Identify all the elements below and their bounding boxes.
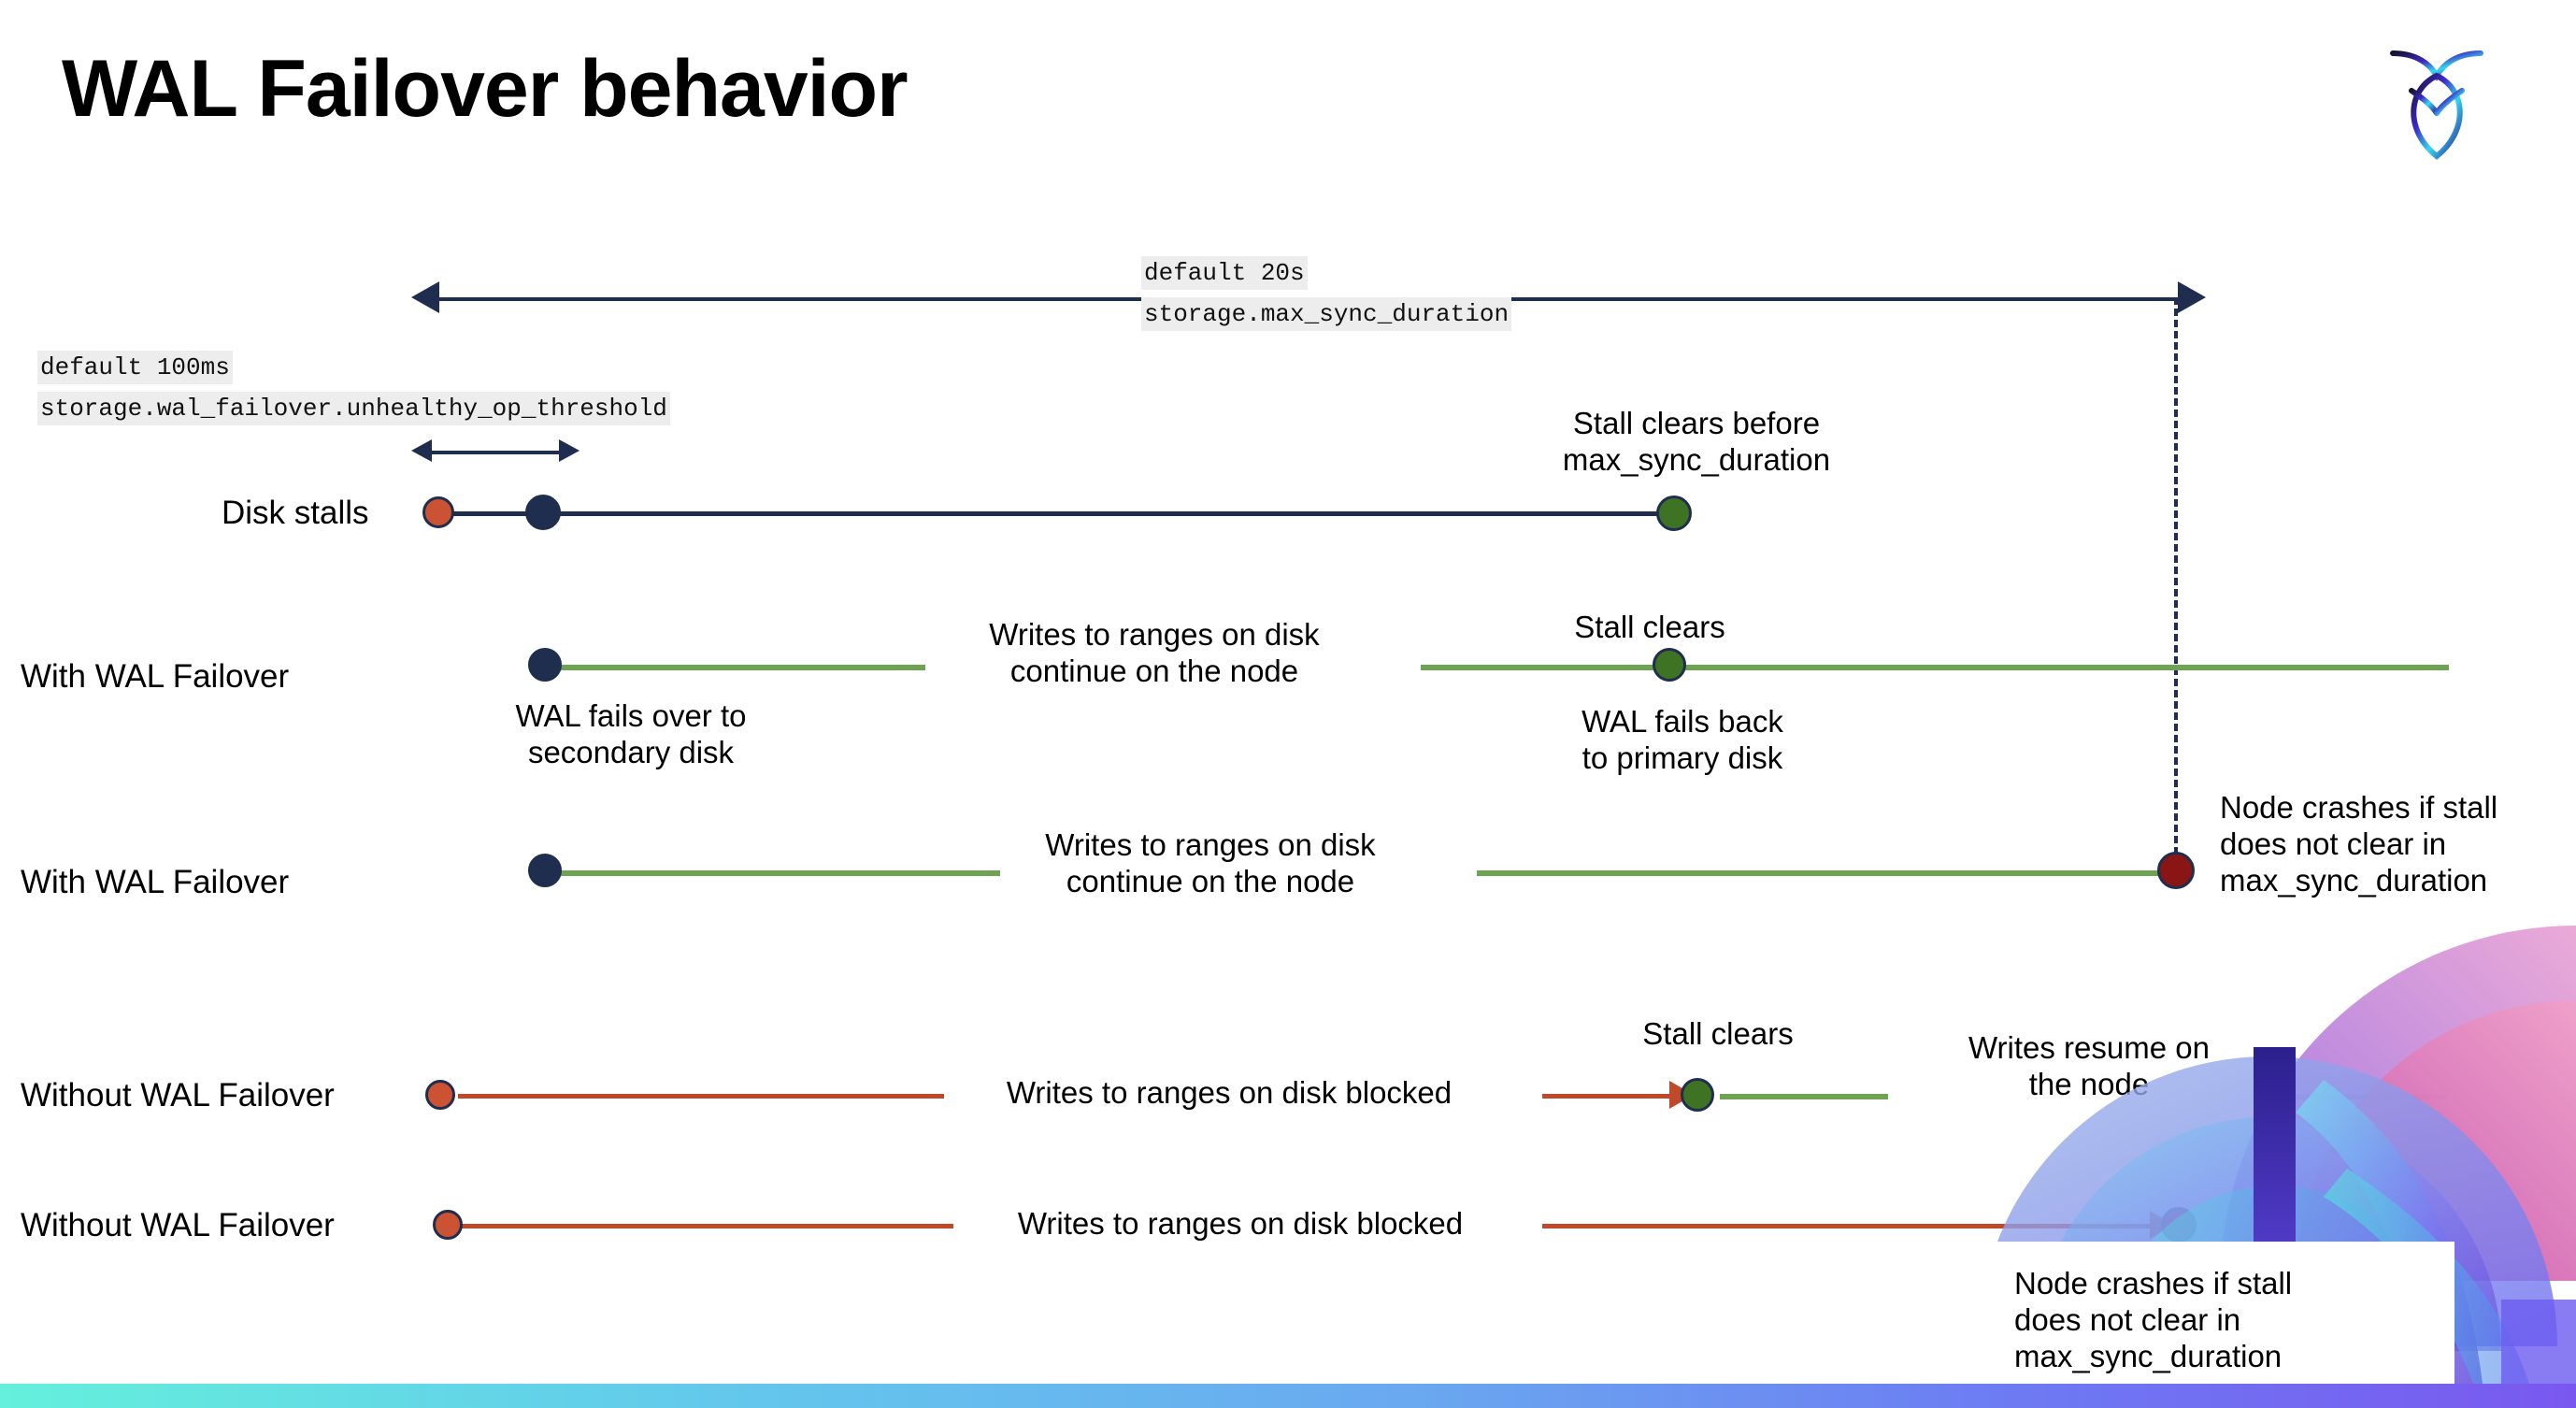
without-wal-1-resume-segment-a (1720, 1094, 1888, 1099)
with-wal-1-failover-dot (528, 648, 562, 682)
max-sync-duration-dashed-guide (2174, 297, 2178, 877)
note-node-crashes-2: Node crashes if stall does not clear in … (2014, 1266, 2293, 1373)
without-wal-2-blocked-segment-a (458, 1224, 953, 1228)
unhealthy-op-threshold-span-line (432, 451, 559, 454)
without-wal-1-blocked-segment-a (458, 1094, 944, 1099)
max-sync-duration-right-arrowhead (2178, 281, 2206, 313)
row-label-without-wal-failover-2: Without WAL Failover (21, 1207, 335, 1243)
note-node-crashes-1: Node crashes if stall does not clear in … (2220, 790, 2498, 898)
max-sync-duration-left-arrowhead (411, 281, 439, 313)
with-wal-2-segment-b (1477, 870, 2168, 876)
with-wal-1-stall-cleared-dot (1653, 648, 1686, 682)
note-writes-continue-1: Writes to ranges on disk continue on the… (989, 617, 1320, 688)
note-stall-clears-before-max: Stall clears before max_sync_duration (1562, 406, 1831, 477)
with-wal-2-segment-a (551, 870, 1000, 876)
row-label-without-wal-failover-1: Without WAL Failover (21, 1077, 335, 1113)
with-wal-2-failover-dot (528, 854, 562, 887)
without-wal-2-blocked-segment-b (1542, 1224, 2154, 1228)
node-crash-note-panel (1959, 1242, 2454, 1408)
note-wal-fails-back: WAL fails back to primary disk (1581, 704, 1783, 775)
row-label-with-wal-failover-2: With WAL Failover (21, 864, 290, 900)
with-wal-2-node-crash-dot (2157, 852, 2195, 889)
unhealthy-op-threshold-left-arrowhead (411, 439, 432, 462)
page-title: WAL Failover behavior (62, 44, 909, 134)
with-wal-1-segment-a (551, 665, 925, 670)
row-label-disk-stalls: Disk stalls (222, 495, 369, 531)
unhealthy-op-threshold-right-arrowhead (559, 439, 580, 462)
without-wal-1-stall-cleared-dot (1681, 1078, 1714, 1112)
unhealthy-op-threshold-setting-label: storage.wal_failover.unhealthy_op_thresh… (37, 392, 670, 426)
note-writes-blocked-1: Writes to ranges on disk blocked (1006, 1075, 1453, 1110)
note-stall-clears-2: Stall clears (1642, 1016, 1794, 1051)
with-wal-1-segment-b (1421, 665, 2449, 670)
without-wal-1-stall-start-dot (425, 1080, 455, 1110)
disk-stalls-timeline (439, 511, 1673, 516)
cockroachdb-logo-icon (2385, 33, 2488, 164)
row-label-with-wal-failover-1: With WAL Failover (21, 658, 290, 695)
without-wal-2-stall-start-dot (433, 1210, 463, 1240)
note-writes-continue-2: Writes to ranges on disk continue on the… (1045, 827, 1376, 898)
disk-stall-detected-dot (525, 495, 561, 530)
disk-stall-cleared-dot (1656, 496, 1692, 531)
note-writes-resume: Writes resume on the node (1968, 1030, 2210, 1101)
max-sync-duration-default-label: default 20s (1141, 256, 1308, 291)
max-sync-duration-setting-label: storage.max_sync_duration (1141, 297, 1512, 332)
note-wal-fails-over: WAL fails over to secondary disk (515, 698, 747, 769)
disk-stall-start-dot (422, 496, 454, 528)
note-writes-blocked-2: Writes to ranges on disk blocked (1017, 1206, 1464, 1241)
unhealthy-op-threshold-default-label: default 100ms (37, 351, 233, 385)
bottom-gradient-bar (0, 1384, 2576, 1408)
note-stall-clears-1: Stall clears (1574, 610, 1725, 644)
without-wal-1-blocked-segment-b (1542, 1094, 1673, 1099)
